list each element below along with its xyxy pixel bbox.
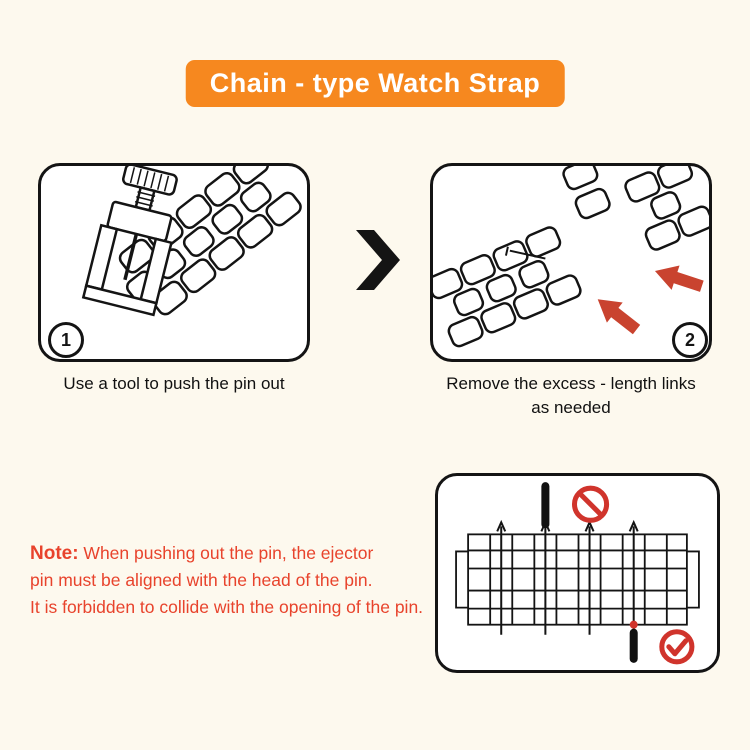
note-line2: pin must be aligned with the head of the… bbox=[30, 570, 373, 590]
ejected-pin bbox=[504, 246, 546, 260]
prohibited-icon bbox=[571, 485, 610, 523]
step1-caption-line: Use a tool to push the pin out bbox=[63, 374, 285, 393]
step2-caption-line1: Remove the excess - length links bbox=[446, 374, 696, 393]
pin-alignment-detail-panel bbox=[435, 473, 720, 673]
link-pins bbox=[496, 519, 639, 635]
link-remover-tool bbox=[81, 166, 178, 317]
note-line1: Note: When pushing out the pin, the ejec… bbox=[30, 543, 374, 564]
note-line3: It is forbidden to collide with the open… bbox=[30, 597, 424, 617]
removed-links-segment bbox=[624, 166, 709, 251]
pin-alignment-illustration bbox=[455, 482, 700, 665]
check-icon bbox=[659, 629, 695, 665]
loose-link bbox=[562, 166, 611, 220]
page-title: Chain - type Watch Strap bbox=[185, 60, 565, 107]
step2-panel bbox=[430, 163, 712, 362]
chevron-right-icon bbox=[356, 230, 400, 290]
pin-contact-dot bbox=[629, 620, 638, 629]
step2-caption: Remove the excess - length links as need… bbox=[430, 372, 712, 420]
pin-removal-tool-illustration bbox=[81, 166, 302, 317]
links-separation-illustration bbox=[433, 166, 709, 348]
step2-caption-line2: as needed bbox=[531, 398, 611, 417]
step2-number-badge: 2 bbox=[672, 322, 708, 358]
red-arrow-icons bbox=[597, 265, 704, 335]
step1-number-badge: 1 bbox=[48, 322, 84, 358]
step1-caption: Use a tool to push the pin out bbox=[38, 372, 310, 396]
ejector-pin-top bbox=[541, 482, 550, 529]
ejector-pin-bottom bbox=[629, 628, 638, 663]
note-label: Note: bbox=[30, 543, 79, 564]
step1-panel bbox=[38, 163, 310, 362]
band-schematic bbox=[455, 533, 700, 626]
note-text: Note: When pushing out the pin, the ejec… bbox=[30, 540, 462, 621]
watch-band-main bbox=[433, 226, 582, 348]
